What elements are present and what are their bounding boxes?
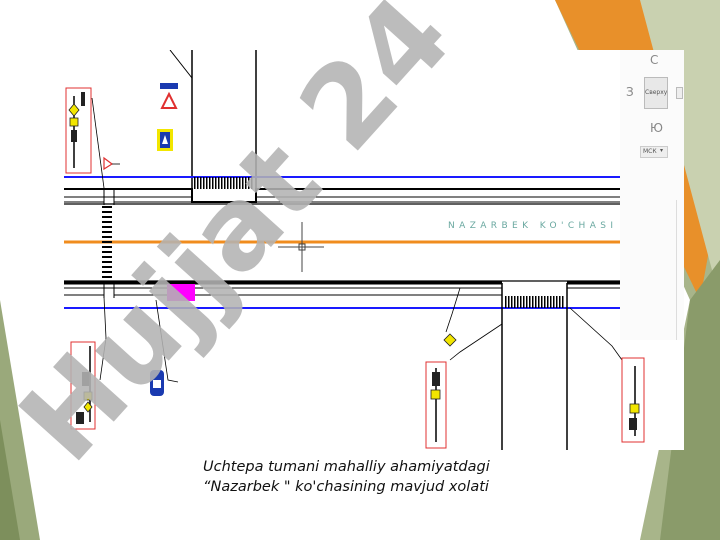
small-warning-flag bbox=[103, 156, 114, 171]
traffic-light-group-bottom-center bbox=[425, 333, 457, 449]
cad-drawing bbox=[64, 50, 684, 450]
traffic-light-group-bottom-right bbox=[621, 357, 645, 443]
viewcube-top-button[interactable]: Сверху bbox=[644, 77, 668, 109]
caption-line-2: “Nazarbek " ko'chasining mavjud xolati bbox=[203, 479, 489, 495]
traffic-light-group-top-left bbox=[65, 87, 92, 174]
traffic-light-group-bottom-left bbox=[70, 341, 96, 430]
ucs-dropdown[interactable]: МСК bbox=[640, 146, 668, 158]
crosswalk-left bbox=[102, 206, 112, 278]
slide-caption: Uchtepa tumani mahalliy ahamiyatdagi “Na… bbox=[203, 457, 563, 497]
cad-viewcube-panel: С З Сверху Ю МСК ▾ bbox=[620, 50, 684, 340]
road-plan bbox=[64, 50, 684, 450]
watermark-text: Hujjat 24 bbox=[0, 0, 476, 486]
bus-stop-sign bbox=[150, 370, 164, 396]
caption-line-1: Uchtepa tumani mahalliy ahamiyatdagi bbox=[203, 459, 490, 475]
panel-scroll-edge bbox=[676, 200, 685, 340]
cad-crosshair bbox=[278, 222, 324, 272]
road-signs-top bbox=[157, 83, 178, 151]
crosswalk-bottom bbox=[505, 296, 564, 308]
magenta-marker bbox=[167, 284, 195, 301]
compass-west-label: З bbox=[626, 85, 634, 99]
compass-north-label: С bbox=[650, 53, 659, 67]
ucs-dropdown-chevron-icon[interactable]: ▾ bbox=[660, 147, 664, 154]
street-name-label: NAZARBEK KO'CHASI bbox=[448, 221, 618, 231]
viewcube-side-tab[interactable] bbox=[676, 87, 683, 99]
compass-south-label: Ю bbox=[650, 121, 663, 135]
crosswalk-top bbox=[194, 177, 253, 189]
